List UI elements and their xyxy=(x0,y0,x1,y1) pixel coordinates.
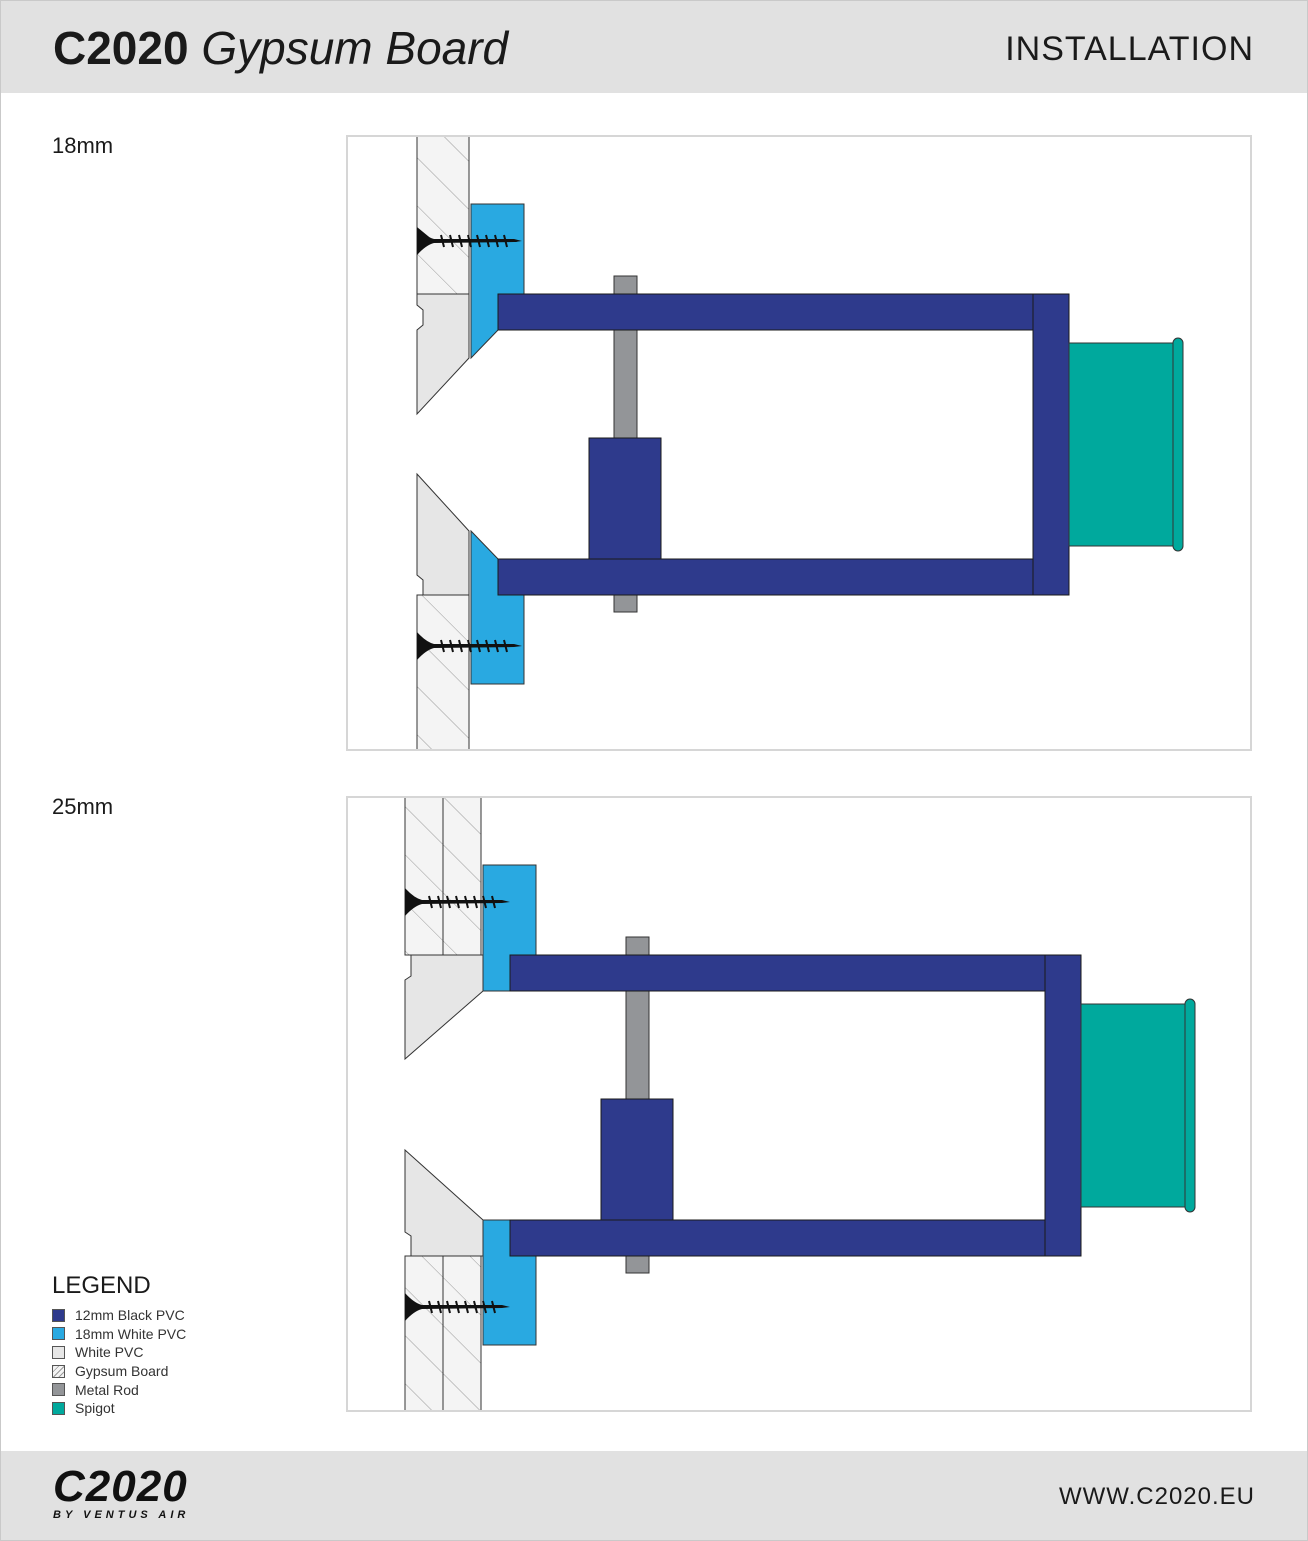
dark-pvc-block xyxy=(588,437,662,560)
spigot-body xyxy=(1068,342,1176,547)
swatch-light-blue xyxy=(52,1327,65,1341)
gypsum-board-bottom-outer xyxy=(404,1255,444,1410)
section-title: INSTALLATION xyxy=(1005,30,1254,68)
logo-wordmark: C2020 xyxy=(53,1462,188,1511)
legend-label: Metal Rod xyxy=(75,1381,139,1398)
screw-bottom xyxy=(417,632,522,660)
legend-label: Spigot xyxy=(75,1400,115,1417)
dark-pvc-bottom-bar xyxy=(497,558,1068,596)
swatch-hatch xyxy=(52,1364,65,1378)
dark-pvc-block xyxy=(600,1098,674,1221)
legend-label: White PVC xyxy=(75,1344,144,1361)
white-pvc-bottom xyxy=(404,1148,484,1257)
dark-pvc-end-plate xyxy=(1032,293,1070,596)
legend-item-white-pvc: White PVC xyxy=(52,1343,186,1362)
screw-top xyxy=(417,227,522,255)
white-pvc-top xyxy=(404,954,484,1061)
diagram-25mm xyxy=(346,796,1252,1412)
swatch-light-grey xyxy=(52,1345,65,1359)
spigot-body xyxy=(1080,1003,1188,1208)
logo-tagline: BY VENTUS AIR xyxy=(53,1509,190,1521)
spigot-rim xyxy=(1184,998,1196,1213)
gypsum-board-bottom-inner xyxy=(442,1255,482,1410)
header-bar: C2020 Gypsum Board INSTALLATION xyxy=(1,1,1307,93)
legend-label: Gypsum Board xyxy=(75,1363,169,1380)
legend-item-metal-rod: Metal Rod xyxy=(52,1380,186,1399)
gypsum-board-bottom xyxy=(416,594,470,749)
website-link[interactable]: WWW.C2020.EU xyxy=(1058,1483,1255,1510)
legend-title: LEGEND xyxy=(52,1272,151,1299)
dark-pvc-bottom-bar xyxy=(509,1219,1080,1257)
dark-pvc-top-bar xyxy=(509,954,1080,992)
title-product: Gypsum Board xyxy=(201,22,509,74)
brand-logo: C2020 BY VENTUS AIR xyxy=(53,1462,190,1522)
screw-top xyxy=(405,888,510,916)
white-pvc-top xyxy=(416,293,470,416)
swatch-dark-blue xyxy=(52,1308,65,1322)
legend-item-gypsum-board: Gypsum Board xyxy=(52,1362,186,1381)
dark-pvc-top-bar xyxy=(497,293,1068,331)
spigot-rim xyxy=(1172,337,1184,552)
light-blue-pvc-bottom xyxy=(470,529,525,685)
legend-label: 18mm White PVC xyxy=(75,1325,187,1342)
legend-item-12mm-black-pvc: 12mm Black PVC xyxy=(52,1306,186,1325)
diagram-18mm xyxy=(346,135,1252,751)
gypsum-board-top-outer xyxy=(404,798,444,956)
diagram-label-25mm: 25mm xyxy=(52,794,114,819)
footer-bar: C2020 BY VENTUS AIR WWW.C2020.EU xyxy=(1,1451,1307,1540)
swatch-grey xyxy=(52,1383,65,1397)
gypsum-board-top-inner xyxy=(442,798,482,956)
title-brand: C2020 xyxy=(53,22,189,74)
swatch-teal xyxy=(52,1401,65,1415)
diagram-label-18mm: 18mm xyxy=(52,133,114,158)
legend: LEGEND 12mm Black PVC 18mm White PVC Whi… xyxy=(52,1272,186,1418)
white-pvc-bottom xyxy=(416,472,470,596)
light-blue-pvc-top xyxy=(470,203,525,360)
screw-bottom xyxy=(405,1293,510,1321)
dark-pvc-end-plate xyxy=(1044,954,1082,1257)
legend-item-spigot: Spigot xyxy=(52,1399,186,1418)
legend-label: 12mm Black PVC xyxy=(75,1307,185,1324)
page-title: C2020 Gypsum Board xyxy=(53,21,508,75)
gypsum-board-top xyxy=(416,137,470,295)
legend-item-18mm-white-pvc: 18mm White PVC xyxy=(52,1325,186,1344)
